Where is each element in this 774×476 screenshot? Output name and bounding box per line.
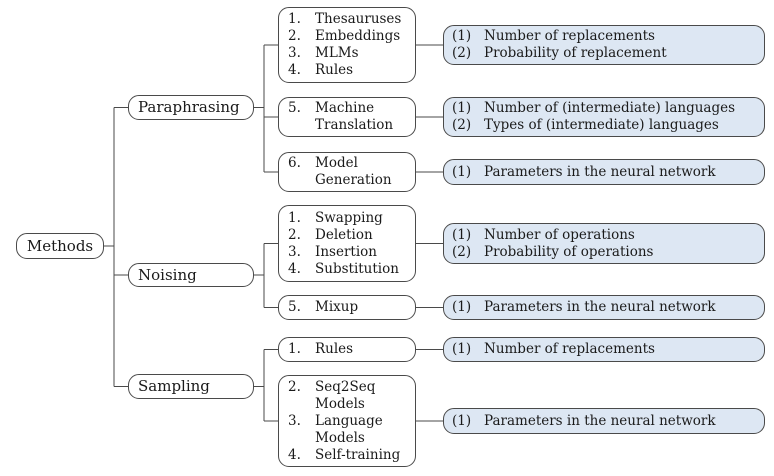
attr-text: Types of (intermediate) languages [484,117,719,133]
node-sampling: Sampling [128,374,254,399]
item-number: 5. [288,299,301,315]
item-text: Rules [315,62,354,78]
attr-item: (2) Types of (intermediate) languages [444,117,764,134]
attr-text: Number of (intermediate) languages [484,100,736,116]
attr-number: (1) [452,341,472,357]
item-text: Thesauruses [315,11,402,27]
list-item: 2. Seq2Seq Models [279,379,415,413]
item-text: Insertion [315,243,377,260]
attr-text: Probability of operations [484,243,654,260]
node-mixup: 5. Mixup [278,295,416,320]
item-text: Rules [315,341,354,357]
list-item: 2. Embeddings [279,28,415,45]
list-item: 4. Substitution [279,261,415,278]
list-item: 5. Machine Translation [279,100,415,134]
item-text: Machine Translation [315,100,394,133]
list-item: 6. Model Generation [279,155,415,189]
attr-text: Number of replacements [484,28,655,44]
attr-neural-network-params-2: (1) Parameters in the neural network [443,295,765,320]
list-item: 1. Rules [279,341,415,358]
attr-text: Number of replacements [484,341,655,357]
attr-item: (1) Number of (intermediate) languages [444,100,764,117]
attr-text: Probability of replacement [484,45,667,61]
attr-item: (2) Probability of operations [444,244,764,261]
item-number: 4. [288,446,301,463]
item-text: Self-training [315,446,401,463]
item-text: Embeddings [315,28,401,44]
item-number: 4. [288,62,301,78]
item-number: 1. [288,209,301,226]
node-sampling-models: 2. Seq2Seq Models 3. Language Models 4. … [278,375,416,467]
node-noising: Noising [128,263,254,287]
attr-replacement-params: (1) Number of replacements (2) Probabili… [443,25,765,65]
item-text: Deletion [315,226,373,243]
attr-number: (1) [452,412,472,429]
attr-number: (2) [452,243,472,260]
attr-replacement-count: (1) Number of replacements [443,337,765,362]
list-item: 1. Thesauruses [279,11,415,28]
item-number: 4. [288,260,301,277]
attr-number: (1) [452,226,472,243]
attr-neural-network-params-3: (1) Parameters in the neural network [443,408,765,434]
item-number: 1. [288,11,301,27]
attr-operation-params: (1) Number of operations (2) Probability… [443,223,765,264]
item-text: Substitution [315,260,399,277]
node-methods: Methods [16,233,104,259]
item-text: MLMs [315,45,359,61]
attr-item: (1) Parameters in the neural network [444,299,764,316]
node-label: Sampling [138,377,210,395]
node-label: Methods [26,236,94,255]
item-text: Language Models [315,412,383,446]
item-number: 2. [288,226,301,243]
attr-item: (1) Parameters in the neural network [444,164,764,181]
list-item: 4. Self-training [279,447,415,464]
attr-text: Parameters in the neural network [484,163,716,180]
attr-item: (1) Number of replacements [444,28,764,45]
node-sampling-rules: 1. Rules [278,337,416,362]
item-number: 2. [288,378,301,395]
attr-number: (1) [452,28,472,44]
attr-item: (1) Number of replacements [444,341,764,358]
list-item: 1. Swapping [279,210,415,227]
item-text: Swapping [315,209,383,226]
attr-item: (1) Parameters in the neural network [444,413,764,430]
node-label: Paraphrasing [138,98,240,116]
attr-text: Parameters in the neural network [484,299,716,315]
list-item: 3. Language Models [279,413,415,447]
attr-text: Number of operations [484,226,635,243]
item-number: 3. [288,45,301,61]
list-item: 3. MLMs [279,45,415,62]
node-machine-translation: 5. Machine Translation [278,97,416,137]
item-number: 2. [288,28,301,44]
node-noising-operations: 1. Swapping 2. Deletion 3. Insertion 4. … [278,205,416,282]
attr-item: (2) Probability of replacement [444,45,764,62]
item-number: 3. [288,243,301,260]
attr-neural-network-params-1: (1) Parameters in the neural network [443,159,765,185]
attr-number: (2) [452,117,472,133]
node-label: Noising [138,265,197,284]
node-paraphrasing-replacement-methods: 1. Thesauruses 2. Embeddings 3. MLMs 4. … [278,7,416,83]
attr-number: (1) [452,100,472,116]
node-paraphrasing: Paraphrasing [128,95,254,120]
list-item: 3. Insertion [279,244,415,261]
item-number: 3. [288,412,301,429]
list-item: 4. Rules [279,62,415,79]
attr-number: (1) [452,163,472,180]
attr-number: (2) [452,45,472,61]
list-item: 5. Mixup [279,299,415,316]
attr-item: (1) Number of operations [444,227,764,244]
item-number: 1. [288,341,301,357]
item-number: 6. [288,155,301,171]
item-number: 5. [288,100,301,116]
item-text: Model Generation [315,155,392,188]
list-item: 2. Deletion [279,227,415,244]
attr-language-params: (1) Number of (intermediate) languages (… [443,97,765,137]
item-text: Mixup [315,299,359,315]
item-text: Seq2Seq Models [315,378,376,412]
attr-number: (1) [452,299,472,315]
node-model-generation: 6. Model Generation [278,152,416,192]
attr-text: Parameters in the neural network [484,412,716,429]
